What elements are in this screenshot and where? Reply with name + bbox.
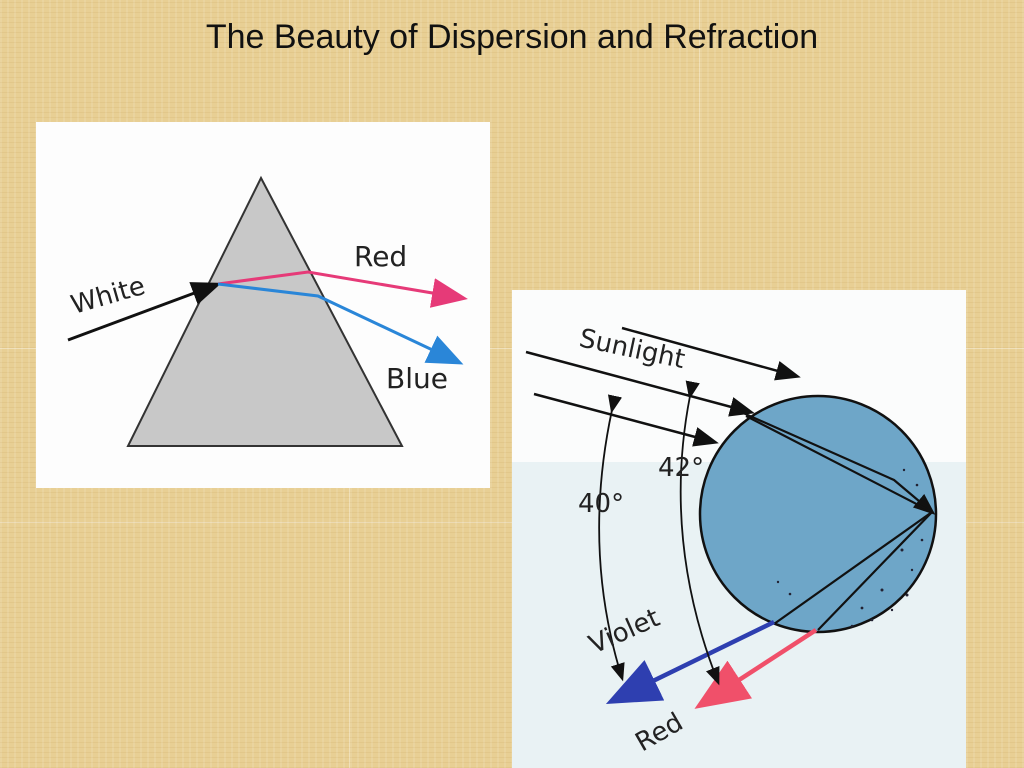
prism-svg: White Red Blue — [67, 175, 468, 447]
red-ray — [694, 628, 818, 709]
label-blue: Blue — [386, 362, 448, 395]
raindrop — [698, 394, 938, 634]
slide-title: The Beauty of Dispersion and Refraction — [205, 18, 819, 56]
sunlight-ray — [621, 326, 801, 381]
white-ray — [67, 282, 222, 342]
label-angle-40: 40° — [578, 489, 624, 519]
label-angle-42: 42° — [658, 453, 704, 483]
prism-diagram: White Red Blue — [36, 122, 490, 488]
red-ray — [217, 270, 468, 308]
internal-path — [773, 511, 933, 625]
angle-arc-42 — [679, 380, 720, 686]
angle-arc-40 — [598, 394, 625, 682]
label-red-exit: Red — [631, 707, 689, 758]
label-red: Red — [354, 240, 407, 273]
prism — [126, 175, 404, 447]
blue-ray — [217, 282, 464, 365]
raindrop-diagram: Sunlight 42° 40° Violet Red — [512, 290, 966, 768]
internal-path — [731, 406, 936, 515]
label-violet: Violet — [585, 603, 665, 660]
raindrop-svg: Sunlight 42° 40° Violet Red — [525, 324, 938, 758]
